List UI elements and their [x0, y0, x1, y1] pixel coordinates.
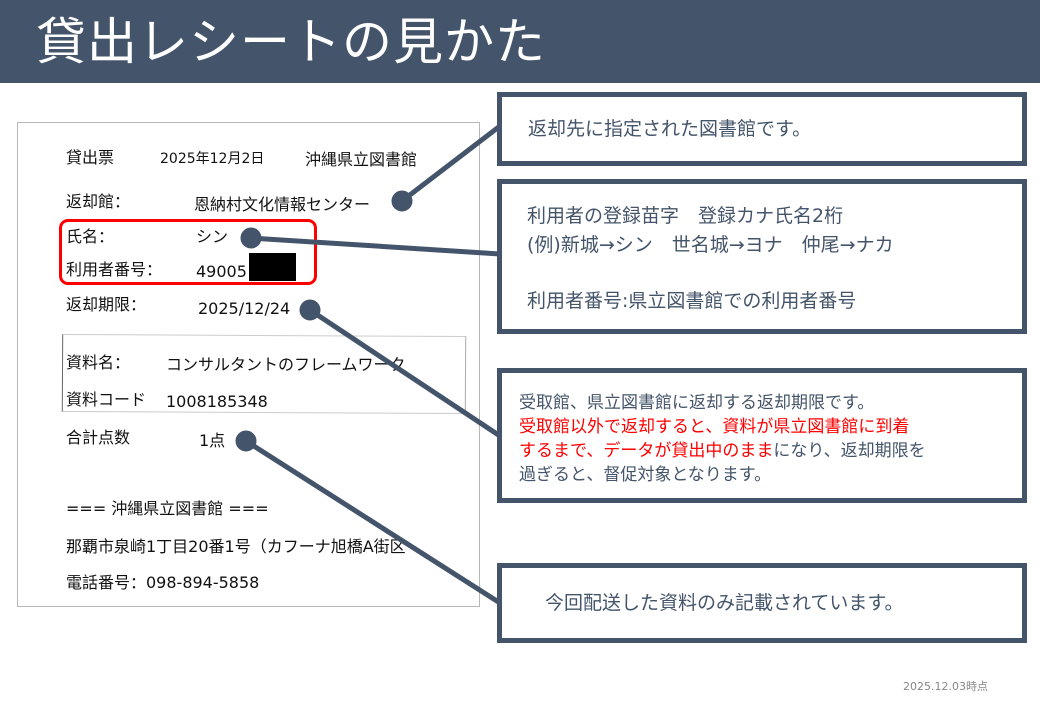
callout-return-library-text: 返却先に指定された図書館です。: [528, 118, 812, 140]
item-name-value: コンサルタントのフレームワーク: [166, 355, 406, 374]
callout-name: [497, 179, 1027, 334]
due-value: 2025/12/24: [198, 299, 291, 318]
name-label: 氏名：: [66, 227, 115, 246]
title-banner: 貸出レシートの見かた: [0, 0, 1040, 83]
due-label: 返却期限：: [66, 295, 147, 314]
callout-due-date: [497, 368, 1027, 503]
callout-user-number: 利用者番号:県立図書館での利用者番号: [527, 290, 857, 312]
return-library-label: 返却館：: [66, 192, 131, 211]
slip-date: 2025年12月2日: [160, 151, 265, 167]
callout-due-line2: 受取館以外で返却すると、資料が県立図書館に到着: [519, 417, 910, 437]
callout-due-line4: 過ぎると、督促対象となります。: [519, 465, 772, 485]
page-title: 貸出レシートの見かた: [36, 13, 546, 71]
return-library-value: 恩納村文化情報センター: [194, 195, 371, 214]
callout-name-line1: 利用者の登録苗字 登録カナ氏名2桁: [527, 205, 844, 227]
footer-phone: 電話番号：098-894-5858: [66, 573, 260, 592]
callout-due-line3-black: になり、返却期限を: [773, 441, 926, 461]
user-number-value: 49005: [196, 262, 247, 281]
slip-issuer: 沖縄県立図書館: [305, 150, 418, 169]
total-label: 合計点数: [66, 428, 131, 447]
slip-label: 貸出票: [66, 148, 115, 167]
callout-items-text: 今回配送した資料のみ記載されています。: [545, 592, 904, 614]
callout-due-line1: 受取館、県立図書館に返却する返却期限です。: [519, 393, 875, 413]
callout-due-line3: するまで、データが貸出中のままになり、返却期限を: [519, 440, 926, 462]
callout-name-line2: (例)新城→シン 世名城→ヨナ 仲尾→ナカ: [527, 234, 894, 256]
redaction-block: [249, 253, 296, 281]
name-value: シン: [196, 227, 229, 246]
item-code-value: 1008185348: [166, 392, 268, 411]
callout-due-line3-red: するまで、データが貸出中のまま: [519, 441, 774, 461]
total-value: 1点: [199, 431, 226, 450]
item-code-label: 資料コード: [66, 390, 147, 409]
callout-items: [497, 563, 1027, 643]
footer-library: === 沖縄県立図書館 ===: [66, 499, 269, 518]
user-number-label: 利用者番号：: [66, 260, 163, 279]
footer-address: 那覇市泉崎1丁目20番1号（カフーナ旭橋A街区: [66, 537, 406, 556]
callout-return-library: [497, 92, 1027, 166]
as-of-date: 2025.12.03時点: [903, 680, 988, 693]
item-name-label: 資料名：: [66, 353, 131, 372]
